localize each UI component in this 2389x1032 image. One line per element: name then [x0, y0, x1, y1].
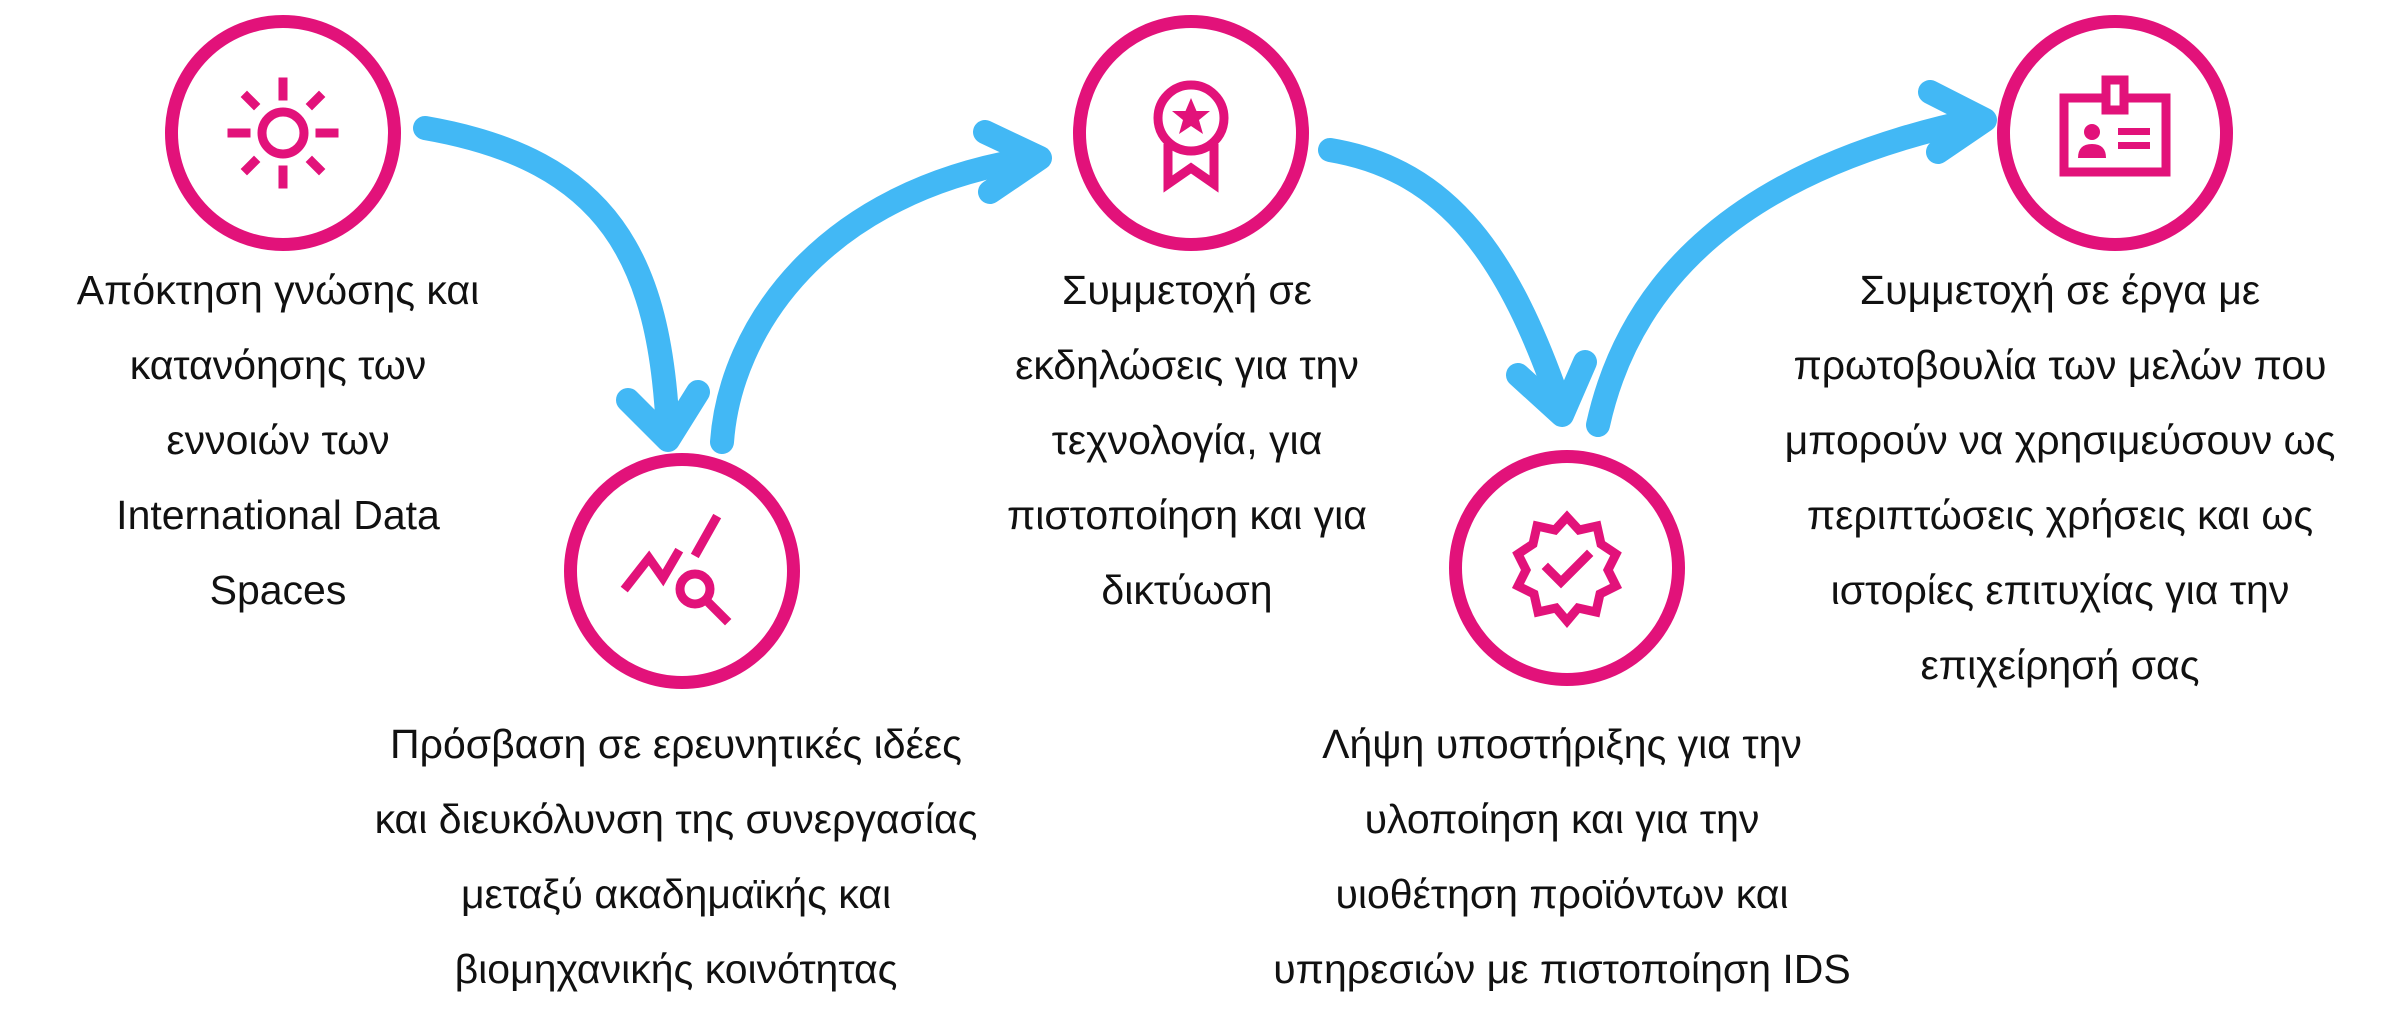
step-4-circle — [1449, 450, 1685, 686]
arrow-head-step3-to-step4 — [1506, 350, 1597, 427]
step-1-caption: Απόκτηση γνώσης και κατανόησης των εννοι… — [18, 253, 538, 628]
step-3-line-3: τεχνολογία, για — [1051, 417, 1323, 463]
step-1-line-1: Απόκτηση γνώσης και — [76, 267, 480, 313]
arrow-head-step4-to-step5 — [1918, 80, 1997, 164]
step-3-line-2: εκδηλώσεις για την — [1015, 342, 1359, 388]
arrow-step3-to-step4 — [1318, 138, 1572, 417]
step-4-line-1: Λήψη υποστήριξης για την — [1322, 721, 1802, 767]
step-5-line-2: πρωτοβουλία των μελών που — [1793, 342, 2327, 388]
step-1-line-3: εννοιών των — [166, 417, 390, 463]
step-4-line-3: υιοθέτηση προϊόντων και — [1335, 871, 1789, 917]
step-3-caption: Συμμετοχή σε εκδηλώσεις για την τεχνολογ… — [927, 253, 1447, 628]
step-1-line-2: κατανόησης των — [129, 342, 427, 388]
step-1-circle — [165, 15, 401, 251]
verified-badge-icon — [1511, 510, 1623, 628]
step-2-line-3: μεταξύ ακαδημαϊκής και — [460, 871, 892, 917]
step-5-circle — [1997, 15, 2233, 251]
award-badge-icon — [1153, 80, 1229, 193]
chart-search-icon — [620, 513, 732, 626]
step-4-line-2: υλοποίηση και για την — [1364, 796, 1760, 842]
step-4-line-4: υπηρεσιών με πιστοποίηση IDS — [1273, 946, 1851, 992]
step-2-caption: Πρόσβαση σε ερευνητικές ιδέες και διευκό… — [296, 707, 1056, 1007]
id-card-icon — [2059, 75, 2171, 177]
step-1-line-5: Spaces — [209, 567, 347, 613]
arrow-head-step1-to-step2 — [616, 380, 710, 452]
step-3-line-5: δικτύωση — [1101, 567, 1273, 613]
step-5-caption: Συμμετοχή σε έργα με πρωτοβουλία των μελ… — [1750, 253, 2370, 703]
step-5-line-5: ιστορίες επιτυχίας για την — [1830, 567, 2290, 613]
step-3-line-4: πιστοποίηση και για — [1007, 492, 1367, 538]
arrow-step4-to-step5 — [1586, 108, 1987, 437]
arrow-head-step2-to-step3 — [973, 120, 1052, 204]
step-5-line-6: επιχείρησή σας — [1920, 642, 2200, 688]
sun-icon — [227, 77, 339, 189]
step-3-line-1: Συμμετοχή σε — [1062, 267, 1312, 313]
step-1-line-4: International Data — [116, 492, 440, 538]
step-5-line-1: Συμμετοχή σε έργα με — [1859, 267, 2261, 313]
step-3-circle — [1073, 15, 1309, 251]
arrow-step1-to-step2 — [413, 116, 680, 444]
step-4-caption: Λήψη υποστήριξης για την υλοποίηση και γ… — [1202, 707, 1922, 1007]
step-5-line-4: περιπτώσεις χρήσεις και ως — [1806, 492, 2314, 538]
step-2-line-1: Πρόσβαση σε ερευνητικές ιδέες — [390, 721, 962, 767]
arrow-step2-to-step3 — [710, 146, 1047, 454]
step-5-line-3: μπορούν να χρησιμεύσουν ως — [1784, 417, 2336, 463]
step-2-line-2: και διευκόλυνση της συνεργασίας — [374, 796, 978, 842]
step-2-circle — [564, 453, 800, 689]
step-2-line-4: βιομηχανικής κοινότητας — [454, 946, 898, 992]
